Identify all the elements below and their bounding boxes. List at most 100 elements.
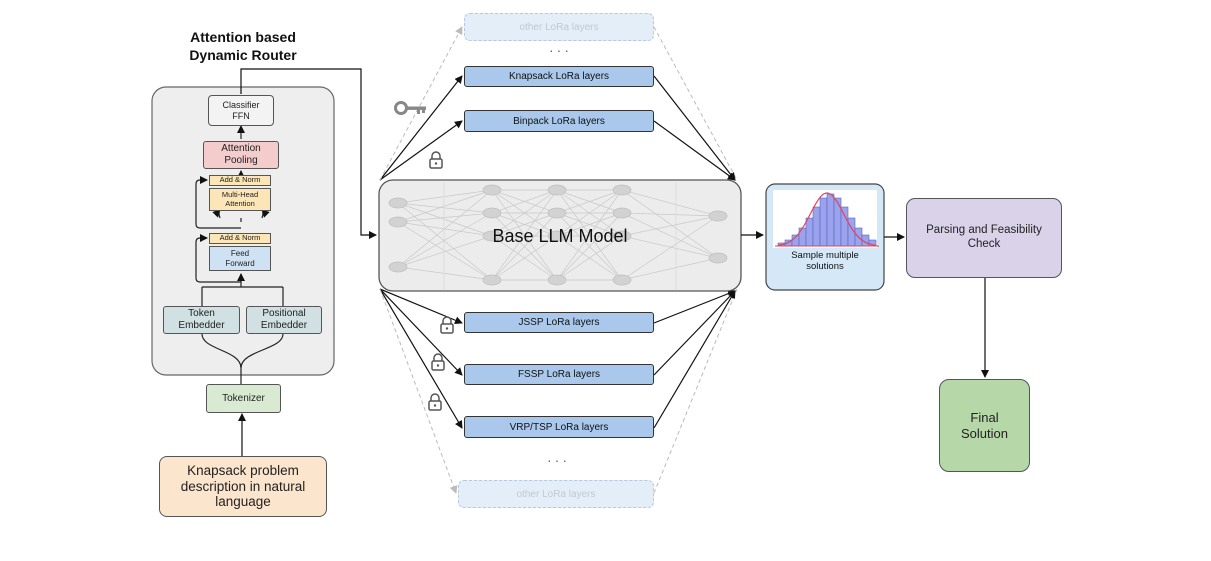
lock-icon (431, 353, 445, 376)
multi-head-attention-box: Multi-Head Attention (209, 188, 271, 211)
router-title-line1: Attention based (190, 29, 296, 45)
lora-jssp: JSSP LoRa layers (464, 312, 654, 333)
classifier-ffn-box: Classifier FFN (208, 95, 274, 126)
nn-edge (397, 189, 493, 223)
lock-icon (429, 151, 443, 174)
nn-edge (556, 212, 623, 281)
lora-jssp-label: JSSP LoRa layers (518, 317, 600, 328)
nn-node (482, 184, 502, 196)
nn-edge (621, 212, 719, 217)
lora-ellipsis-bottom: ··· (547, 452, 570, 468)
histogram-bar (805, 217, 814, 247)
attention-pooling-label: Attention Pooling (221, 143, 261, 166)
classifier-ffn-label: Classifier FFN (222, 99, 260, 121)
lora-ellipsis-top: ··· (549, 42, 572, 58)
add-norm-bottom-label: Add & Norm (219, 233, 261, 243)
lock-icon (440, 316, 454, 339)
nn-edge (397, 212, 493, 223)
attention-pooling-box: Attention Pooling (203, 141, 279, 169)
add-norm-top-label: Add & Norm (219, 175, 261, 185)
nn-node (708, 252, 728, 264)
problem-description-box: Knapsack problem description in natural … (159, 456, 327, 517)
lora-fssp: FSSP LoRa layers (464, 364, 654, 385)
nn-edge (556, 189, 623, 281)
nn-node (547, 207, 567, 219)
lora-other-top: other LoRa layers (464, 13, 654, 41)
histogram-bar (826, 193, 835, 247)
nn-edge (491, 189, 558, 281)
lora-binpack-label: Binpack LoRa layers (513, 115, 605, 127)
nn-edge (397, 202, 493, 237)
nn-node (388, 197, 408, 209)
nn-node (612, 274, 632, 286)
multi-head-attention-label: Multi-Head Attention (221, 189, 259, 208)
router-container (151, 86, 335, 376)
lock-icon (428, 393, 442, 416)
histogram-bar (812, 206, 821, 247)
nn-edge (621, 189, 719, 217)
histogram-curve (777, 192, 877, 246)
lora-binpack: Binpack LoRa layers (464, 110, 654, 132)
nn-edge (621, 189, 719, 259)
arrow-router-to-base (240, 68, 377, 239)
nn-edge (397, 189, 493, 268)
nn-edge (397, 202, 493, 214)
positional-embedder-label: Positional Embedder (260, 308, 308, 331)
nn-edge (397, 212, 493, 268)
tokenizer-label: Tokenizer (222, 392, 265, 404)
nn-edge (491, 235, 558, 281)
nn-edge (556, 235, 623, 281)
histogram-bar (819, 197, 828, 247)
nn-edge (397, 266, 493, 281)
lora-fssp-label: FSSP LoRa layers (517, 369, 601, 380)
nn-node (482, 230, 502, 242)
nn-edge (397, 189, 493, 204)
nn-edge (491, 189, 558, 237)
nn-edge (621, 235, 719, 259)
nn-edge (491, 212, 558, 237)
parsing-feasibility-box: Parsing and Feasibility Check (906, 198, 1062, 278)
nn-edge (397, 221, 493, 281)
nn-node (708, 210, 728, 222)
fanin-arrows (653, 75, 736, 429)
lora-vrp-tsp-label: VRP/TSP LoRa layers (509, 421, 609, 433)
base-llm-label: Base LLM Model (492, 226, 628, 247)
histogram-bar (840, 206, 849, 247)
nn-node (482, 207, 502, 219)
lora-knapsack-label: Knapsack LoRa layers (508, 71, 610, 82)
feed-forward-box: Feed Forward (209, 246, 271, 271)
nn-edge (621, 212, 719, 259)
lora-other-top-label: other LoRa layers (519, 21, 599, 33)
lora-other-bottom-label: other LoRa layers (516, 488, 596, 500)
nn-node (612, 230, 632, 242)
nn-node (547, 184, 567, 196)
parsing-feasibility-label: Parsing and Feasibility Check (926, 224, 1042, 250)
nn-node (482, 274, 502, 286)
histogram-graphic (775, 192, 879, 247)
nn-edge (621, 257, 719, 281)
nn-edge (397, 202, 493, 281)
nn-edge (621, 215, 719, 281)
lora-vrp-tsp: VRP/TSP LoRa layers (464, 416, 654, 438)
nn-edge (491, 189, 558, 214)
final-solution-label: Final Solution (961, 410, 1008, 441)
histogram-bar (833, 197, 842, 247)
nn-edge (397, 235, 493, 268)
nn-edge (556, 189, 623, 237)
nn-edge (556, 189, 623, 214)
nn-edge (397, 221, 493, 237)
feed-forward-label: Feed Forward (225, 249, 255, 268)
neural-net-graphic (388, 182, 728, 290)
nn-edge (491, 212, 558, 281)
positional-embedder-box: Positional Embedder (246, 306, 322, 334)
nn-node (612, 184, 632, 196)
nn-node (388, 261, 408, 273)
add-norm-top-box: Add & Norm (209, 175, 271, 186)
key-icon (394, 101, 426, 115)
token-embedder-label: Token Embedder (178, 308, 225, 331)
nn-edge (556, 212, 623, 237)
add-norm-bottom-box: Add & Norm (209, 233, 271, 244)
nn-node (612, 207, 632, 219)
fanout-ghost-arrows (379, 26, 738, 494)
lora-other-bottom: other LoRa layers (458, 480, 654, 508)
